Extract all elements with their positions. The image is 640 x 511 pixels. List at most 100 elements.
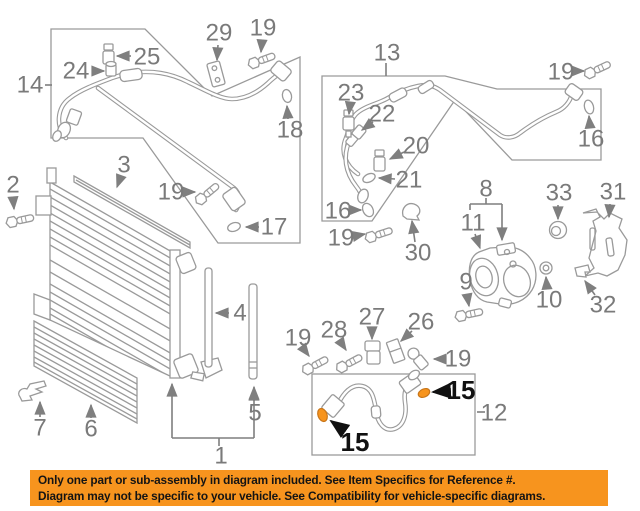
callout-16-left: 16 [325,198,352,225]
leader-19-topleft [256,38,268,54]
oring-part16-left [361,202,375,218]
callout-10: 10 [536,287,563,314]
callout-13: 13 [374,40,401,67]
bracket-8 [469,198,502,210]
callout-17: 17 [261,214,288,241]
bolt-part19-seal [192,180,222,208]
oring-part15-left [317,407,328,423]
callout-19-topright: 19 [548,59,575,86]
bracket-part26 [385,338,406,364]
clip-part7 [18,380,47,402]
leader-11 [470,233,482,250]
bracket-part31 [582,208,628,277]
callout-11: 11 [461,210,486,237]
valve-part20 [373,149,386,172]
callout-12: 12 [481,400,508,427]
callout-19-box13: 19 [328,225,355,252]
leader-16-right [584,114,596,130]
leader-18 [282,104,294,120]
leader-10 [541,275,553,291]
leader-19-bottomleft [296,342,310,358]
hose-assembly-part14 [52,60,292,213]
leader-15-right [431,382,452,399]
disclaimer-banner: Only one part or sub-assembly in diagram… [30,470,608,506]
callout-28: 28 [321,317,348,344]
callout-24: 24 [63,58,90,85]
callout-20: 20 [403,133,430,160]
bracket-1 [172,437,254,446]
leader-22 [360,118,376,131]
bolt-part19-bottomleft [299,353,331,377]
callout-18: 18 [277,117,304,144]
condenser-assembly [33,167,223,382]
bolt-part9 [453,305,485,323]
leader-30 [408,219,420,243]
leader-9 [461,292,473,308]
oring-part15-right [417,387,431,399]
bolt-part19-topright [581,58,613,81]
bolt-part28 [333,351,365,375]
leader-29 [212,44,224,62]
leader-20 [388,148,405,160]
callout-5: 5 [248,400,261,427]
parts-diagram-canvas: 14 24 25 29 19 18 13 23 22 20 21 16 19 3… [4,15,628,470]
leader-28 [334,336,347,352]
leader-23 [344,100,356,116]
callout-21: 21 [396,167,423,194]
hose-assembly-part12 [317,369,431,432]
seal-strip-part3 [73,174,191,250]
callout-30: 30 [405,240,432,267]
oring-part16-right [583,99,595,115]
condenser-right-tank [169,249,181,379]
callout-15-right: 15 [447,375,476,405]
callout-2: 2 [6,172,19,199]
rod-part4 [204,267,213,368]
leader-31 [604,203,616,219]
leader-26 [399,328,415,342]
condenser-left-tab-upper [35,195,52,216]
callout-9: 9 [459,269,472,296]
sensor-part19-target [407,347,429,371]
leader-15-left [329,419,351,438]
callout-22: 22 [369,101,396,128]
callout-32: 32 [590,292,617,319]
callout-19-sensor: 19 [445,346,472,373]
bolt-part19-box13 [363,224,395,245]
condenser-left-tab-lower [33,293,51,321]
callout-19-bottomleft: 19 [285,325,312,352]
nut-part33 [548,220,568,240]
callout-16-right: 16 [578,126,605,153]
assembly-box-14 [50,28,301,244]
callout-3: 3 [117,152,130,179]
leader-21 [377,173,396,185]
bolt-part2 [4,211,36,229]
shutter-part6 [33,319,138,425]
callout-25: 25 [134,44,161,71]
callout-14: 14 [17,72,44,99]
compressor-part11 [468,242,537,309]
callout-27: 27 [359,304,386,331]
leader-3 [116,173,127,189]
drier-part5 [248,283,258,380]
callout-15-left: 15 [341,427,370,457]
bracket-part29 [206,60,226,88]
condenser-top-tab [46,167,57,184]
assembly-box-13 [321,75,602,222]
callout-19-topleft: 19 [250,15,277,42]
oring-part18 [281,88,293,104]
callout-6: 6 [84,416,97,443]
callout-23: 23 [338,80,365,107]
assembly-box-12 [311,373,476,456]
clip-part32 [574,264,591,278]
clip-part30 [401,202,421,221]
oring-part17 [227,221,241,233]
callout-33: 33 [546,180,573,207]
valve-part25 [102,43,115,65]
callout-8: 8 [479,176,492,203]
condenser-port-upper [175,251,197,275]
callout-1: 1 [214,443,227,470]
callout-26: 26 [408,309,435,336]
grommet-part10 [539,261,553,275]
fitting-part24 [105,60,117,77]
